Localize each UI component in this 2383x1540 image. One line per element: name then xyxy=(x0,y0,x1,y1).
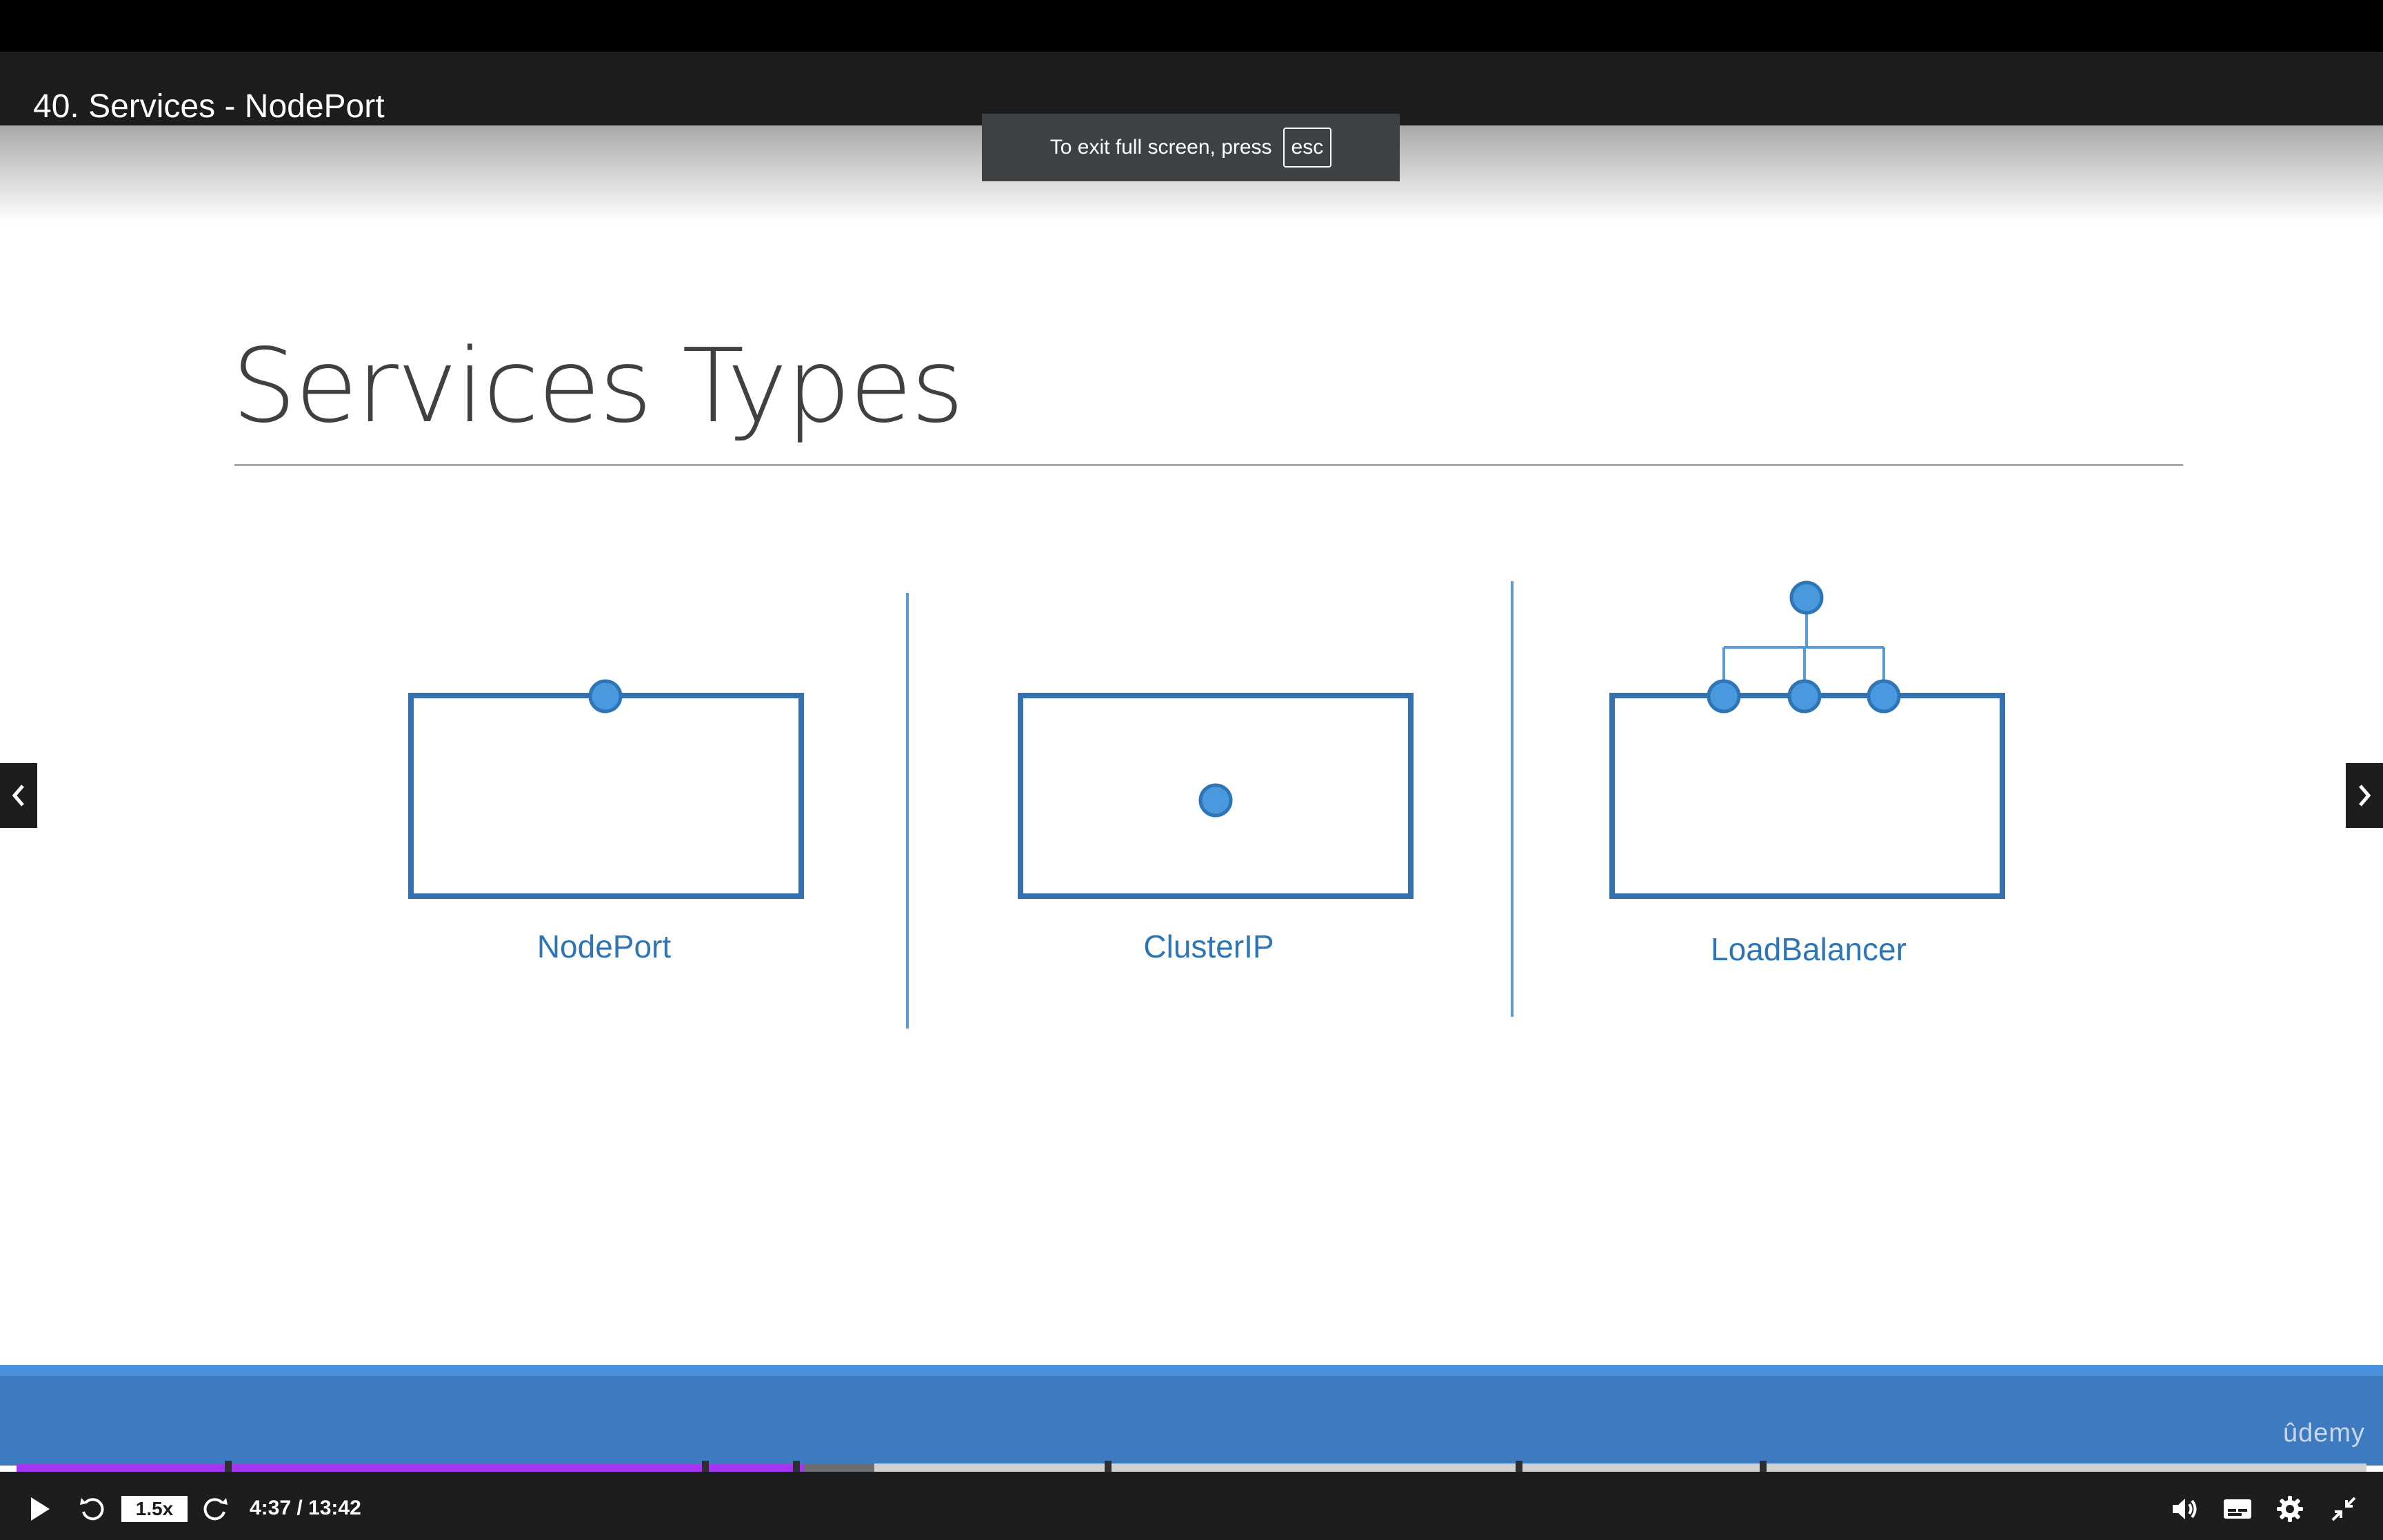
lb-port-node-left xyxy=(1707,679,1741,713)
chevron-right-icon xyxy=(2359,784,2371,807)
time-display: 4:37 / 13:42 xyxy=(250,1497,361,1519)
fullscreen-notice-text: To exit full screen, press xyxy=(1049,136,1272,159)
settings-button[interactable] xyxy=(2273,1492,2307,1526)
top-letterbox xyxy=(0,0,2383,52)
volume-button[interactable] xyxy=(2168,1492,2202,1526)
esc-key-badge: esc xyxy=(1283,128,1332,168)
chevron-left-icon xyxy=(12,784,24,807)
rewind-icon xyxy=(80,1498,104,1521)
slide-title: Services Types xyxy=(232,327,964,445)
previous-lecture-button[interactable] xyxy=(0,763,37,828)
chapter-marker[interactable] xyxy=(1516,1461,1522,1475)
loadbalancer-label: LoadBalancer xyxy=(1711,931,1907,967)
play-button[interactable] xyxy=(23,1492,57,1526)
captions-icon xyxy=(2224,1499,2251,1519)
clusterip-label: ClusterIP xyxy=(1143,929,1274,964)
fullscreen-exit-notice: To exit full screen, press esc xyxy=(982,114,1400,181)
forward-button[interactable] xyxy=(199,1492,233,1526)
chapter-marker[interactable] xyxy=(702,1461,709,1475)
nodeport-port-node xyxy=(588,679,623,713)
play-icon xyxy=(31,1497,50,1521)
chapter-marker[interactable] xyxy=(225,1461,232,1475)
clusterip-box xyxy=(1018,693,1414,899)
title-bar xyxy=(0,52,2383,125)
chapter-marker[interactable] xyxy=(1760,1461,1767,1475)
chapter-marker[interactable] xyxy=(793,1461,800,1475)
lb-top-node xyxy=(1789,580,1824,615)
lecture-title: 40. Services - NodePort xyxy=(33,88,385,125)
captions-button[interactable] xyxy=(2220,1492,2255,1526)
slide-title-underline xyxy=(234,464,2183,466)
nodeport-box xyxy=(408,693,804,899)
clusterip-internal-node xyxy=(1198,783,1233,818)
next-lecture-button[interactable] xyxy=(2346,763,2383,828)
exit-fullscreen-button[interactable] xyxy=(2326,1492,2361,1526)
rewind-button[interactable] xyxy=(74,1492,109,1526)
lb-port-node-mid xyxy=(1787,679,1822,713)
chapter-marker[interactable] xyxy=(1105,1461,1112,1475)
playback-speed-button[interactable]: 1.5x xyxy=(121,1496,188,1522)
nodeport-label: NodePort xyxy=(536,929,672,964)
lb-port-node-right xyxy=(1867,679,1901,713)
forward-icon xyxy=(203,1498,228,1521)
volume-icon xyxy=(2173,1499,2197,1519)
loadbalancer-box xyxy=(1609,693,2005,899)
gear-icon xyxy=(2277,1496,2303,1522)
progress-played xyxy=(17,1463,804,1472)
caption-band xyxy=(0,1365,2383,1466)
udemy-logo: ûdemy xyxy=(2282,1419,2365,1448)
control-bar xyxy=(0,1472,2383,1540)
exit-fullscreen-icon xyxy=(2331,1497,2356,1521)
